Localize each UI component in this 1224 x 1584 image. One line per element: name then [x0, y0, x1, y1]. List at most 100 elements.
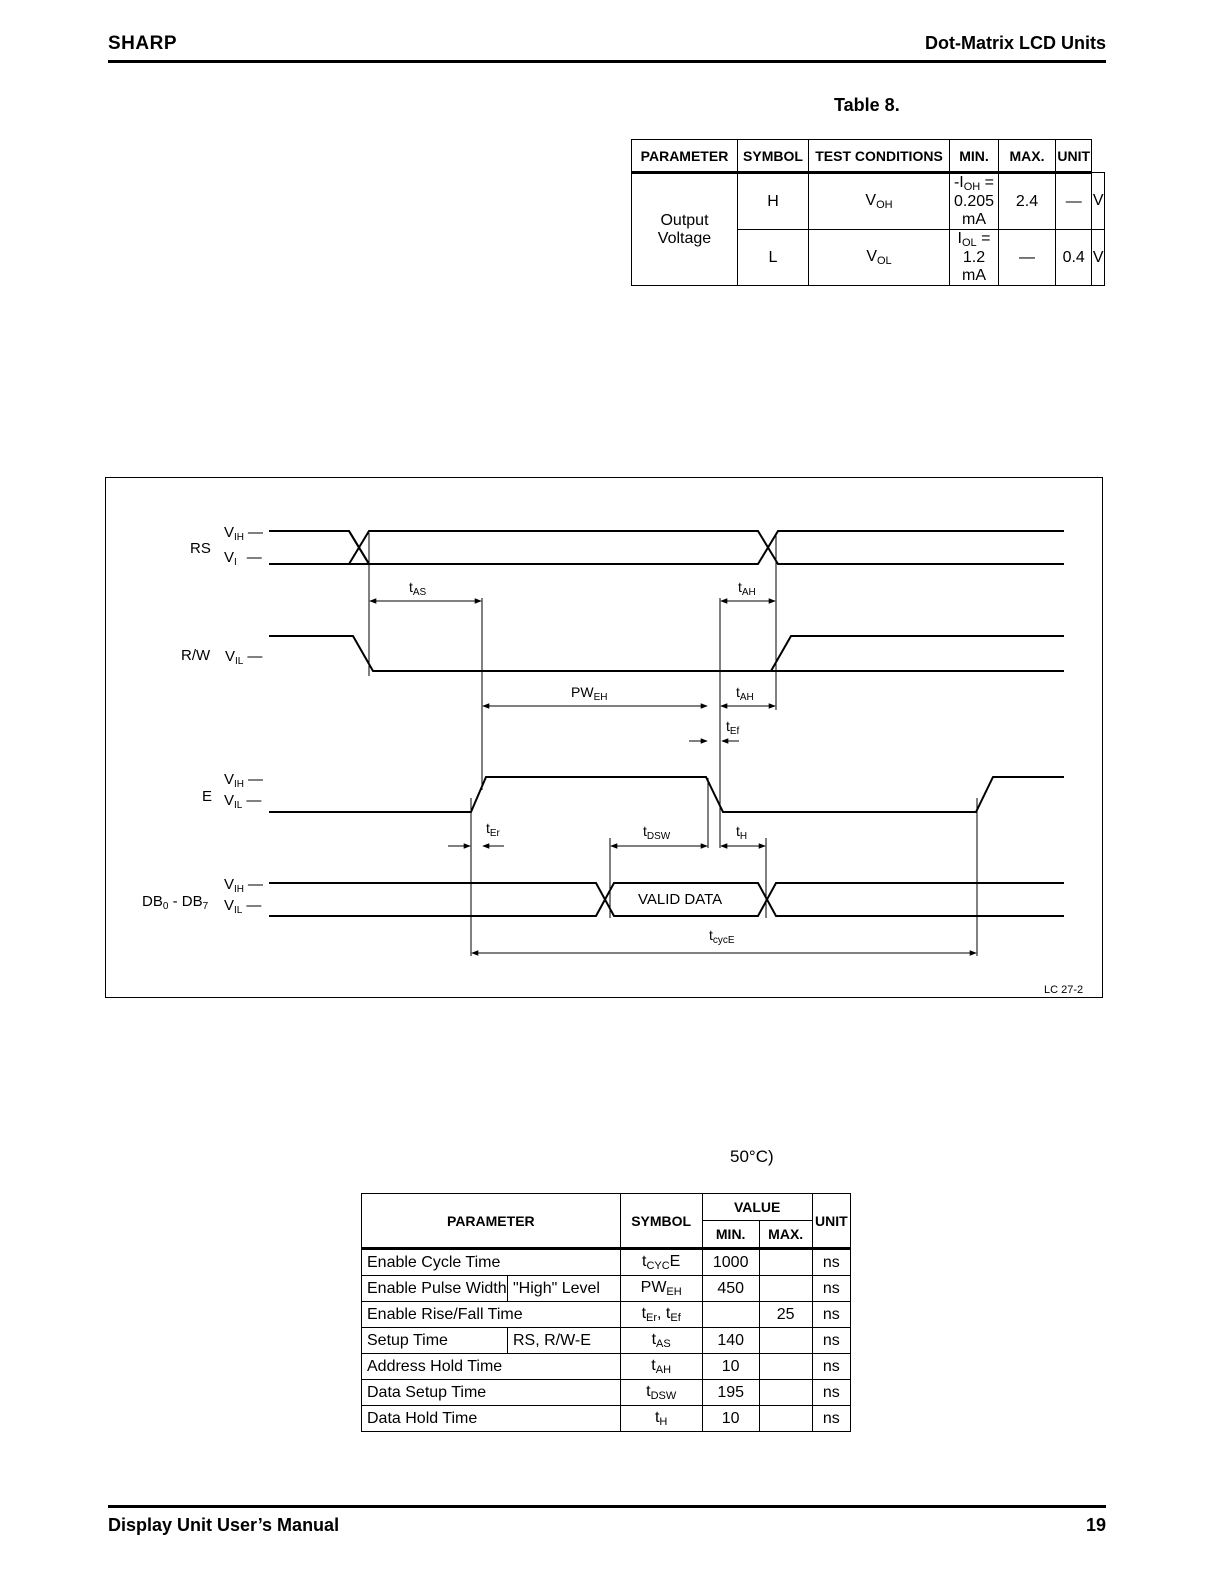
timing-diagram: RS R/W E DB0 - DB7 VIH— VI— VIL— VIH— VI… [105, 477, 1103, 998]
manual-title: Display Unit User’s Manual [108, 1515, 340, 1535]
max-cell [758, 1248, 813, 1276]
unit-cell: ns [811, 1379, 852, 1406]
db-low-wave [269, 882, 1064, 917]
level-label: VIH— [224, 771, 263, 790]
table-row: Enable Cycle Time tCYCE 1000 ns [361, 1248, 852, 1276]
level-label: VIL— [224, 897, 261, 916]
symbol-cell: tCYCE [619, 1248, 703, 1276]
min-cell: 140 [701, 1327, 760, 1354]
unit-cell: ns [811, 1405, 852, 1432]
timing-characteristics-table: PARAMETER SYMBOL VALUE UNIT MIN. MAX. En… [361, 1193, 852, 1432]
symbol-cell: tDSW [619, 1379, 703, 1406]
rs-low-wave [269, 530, 1064, 565]
unit-cell: ns [811, 1301, 852, 1328]
th-label: tH [736, 823, 747, 842]
level-label: VIL— [225, 648, 262, 667]
symbol-cell: VOL [808, 229, 950, 286]
max-cell [758, 1405, 813, 1432]
min-cell: 195 [701, 1379, 760, 1406]
table-row: Output Voltage H VOH -IOH = 0.205 mA 2.4… [631, 172, 1105, 286]
ter-label: tEr [486, 820, 501, 839]
header-rule [108, 60, 1106, 63]
unit-cell: ns [811, 1327, 852, 1354]
rw-wave [269, 635, 1064, 672]
max-cell [758, 1327, 813, 1354]
tdsw-label: tDSW [643, 823, 671, 842]
symbol-cell: tAS [619, 1327, 703, 1354]
min-cell: 450 [701, 1275, 760, 1302]
level-cell: H [737, 172, 809, 230]
min-cell: 10 [701, 1405, 760, 1432]
condition-cell: "High" Level [507, 1275, 621, 1302]
level-label: VIH— [224, 876, 263, 895]
condition-cell: -IOH = 0.205 mA [949, 172, 999, 230]
tah-label: tAH [738, 579, 756, 598]
timing-diagram-svg: RS R/W E DB0 - DB7 VIH— VI— VIL— VIH— VI… [142, 524, 1083, 996]
rs-high-wave [269, 530, 371, 565]
figure-id: LC 27-2 [1044, 984, 1083, 996]
signal-rs-label: RS [190, 540, 211, 557]
symbol-cell: VOH [808, 172, 950, 230]
footer-rule [108, 1505, 1106, 1508]
sharp-logo: SHARP [108, 33, 178, 54]
max-cell: 25 [758, 1301, 813, 1328]
param-cell: Enable Pulse Width [361, 1275, 508, 1302]
symbol-cell: PWEH [619, 1275, 703, 1302]
col-unit: UNIT [811, 1193, 852, 1250]
condition-cell: IOL = 1.2 mA [949, 229, 999, 286]
rs-high-wave [269, 530, 1064, 565]
col-max: MAX. [758, 1220, 813, 1250]
col-min: MIN. [701, 1220, 760, 1250]
parameter-cell: Output Voltage [631, 172, 738, 286]
signal-e-label: E [202, 788, 212, 805]
unit-cell: V [1091, 229, 1105, 286]
tah-label-2: tAH [736, 684, 754, 703]
db-high-wave [269, 882, 1064, 917]
table-row: Data Setup Time tDSW 195 ns [361, 1379, 852, 1406]
col-parameter: PARAMETER [631, 139, 738, 174]
condition-cell: RS, R/W-E [507, 1327, 621, 1354]
max-cell: 0.4 [1054, 229, 1093, 286]
document-title: Dot-Matrix LCD Units [925, 33, 1106, 53]
tef-label: tEf [726, 718, 740, 737]
pweh-label: PWEH [571, 684, 607, 703]
e-wave [269, 776, 1064, 813]
signal-db-label: DB0 - DB7 [142, 893, 209, 912]
max-cell [758, 1379, 813, 1406]
param-cell: Enable Rise/Fall Time [361, 1301, 621, 1328]
min-cell [701, 1301, 760, 1328]
symbol-cell: tAH [619, 1353, 703, 1380]
unit-cell: ns [811, 1275, 852, 1302]
param-cell: Data Hold Time [361, 1405, 621, 1432]
col-value: VALUE [701, 1193, 813, 1221]
unit-cell: ns [811, 1248, 852, 1276]
param-cell: Enable Cycle Time [361, 1248, 621, 1276]
col-symbol: SYMBOL [737, 139, 809, 174]
col-symbol: SYMBOL [619, 1193, 703, 1250]
valid-data-label: VALID DATA [638, 891, 722, 908]
param-cell: Data Setup Time [361, 1379, 621, 1406]
signal-rw-label: R/W [181, 647, 211, 664]
output-voltage-table: PARAMETER SYMBOL TEST CONDITIONS MIN. MA… [631, 139, 1105, 286]
param-cell: Setup Time [361, 1327, 508, 1354]
min-cell: — [998, 229, 1056, 286]
col-max: MAX. [998, 139, 1056, 174]
col-min: MIN. [949, 139, 999, 174]
min-cell: 2.4 [998, 172, 1056, 230]
symbol-cell: tH [619, 1405, 703, 1432]
min-cell: 10 [701, 1353, 760, 1380]
unit-cell: ns [811, 1353, 852, 1380]
table-row: Setup Time RS, R/W-E tAS 140 ns [361, 1327, 852, 1354]
unit-cell: V [1091, 172, 1105, 230]
min-cell: 1000 [701, 1248, 760, 1276]
max-cell [758, 1275, 813, 1302]
tcyce-label: tcycE [709, 927, 735, 946]
note-text: 50°C) [730, 1147, 774, 1166]
symbol-cell: tEr, tEf [619, 1301, 703, 1328]
level-label: VIH— [224, 524, 263, 543]
col-parameter: PARAMETER [361, 1193, 621, 1250]
max-cell: — [1054, 172, 1093, 230]
table-row: Data Hold Time tH 10 ns [361, 1405, 852, 1432]
param-cell: Address Hold Time [361, 1353, 621, 1380]
col-test-conditions: TEST CONDITIONS [808, 139, 950, 174]
